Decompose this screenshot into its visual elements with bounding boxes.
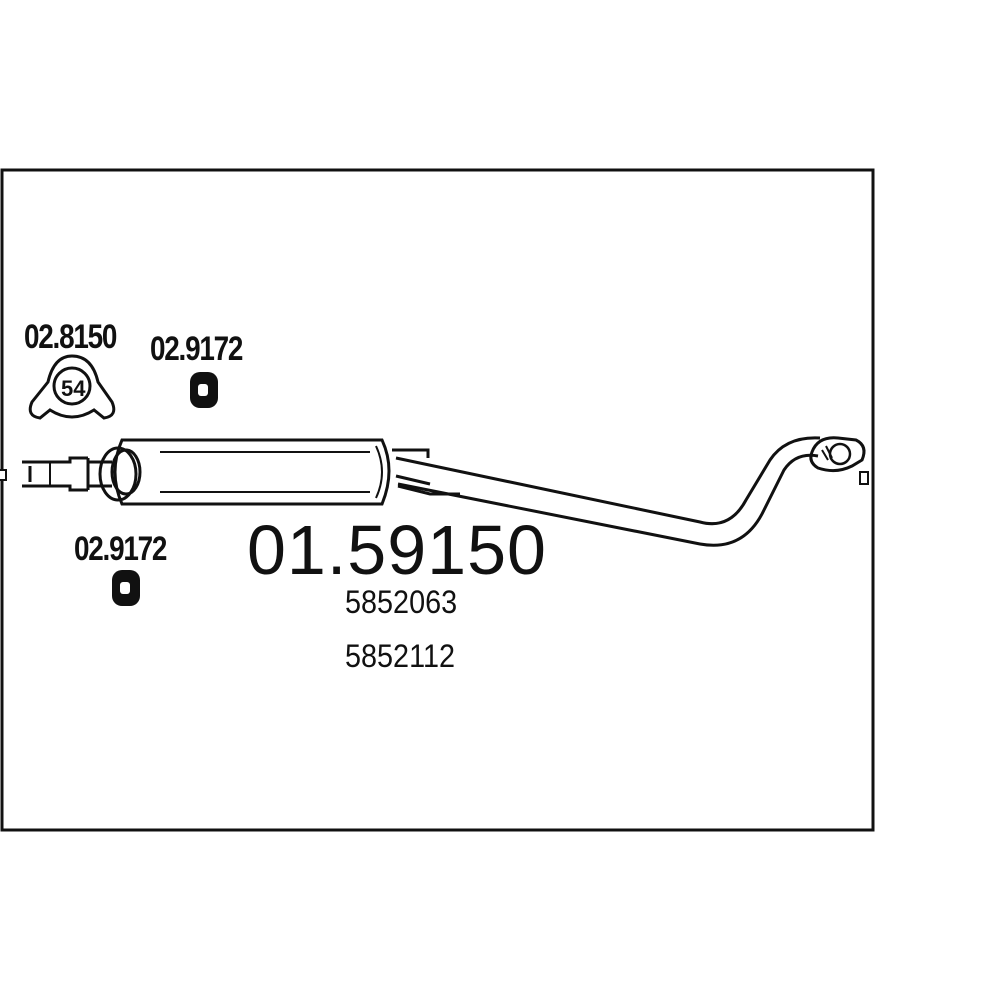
rubber-mount-icon	[112, 570, 140, 606]
oem-number: 5852112	[345, 638, 455, 674]
silencer-body	[113, 438, 391, 506]
clamp-part-number: 02.8150	[24, 318, 117, 356]
rubber-mount-icon	[190, 372, 218, 408]
clamp-icon	[28, 354, 116, 420]
oem-number: 5852063	[345, 584, 458, 620]
rubber-mount-part-number-bottom: 02.9172	[74, 530, 167, 568]
tail-pipe	[395, 436, 821, 547]
left-edge-marker	[0, 469, 7, 481]
main-part-number: 01.59150	[247, 511, 547, 589]
inlet-pipe	[22, 456, 112, 492]
inlet-flange	[98, 446, 142, 502]
silencer-hanger	[392, 448, 460, 496]
clamp-badge: 54	[61, 376, 86, 401]
right-edge-marker	[859, 471, 869, 485]
diagram-frame	[0, 168, 875, 832]
rubber-mount-part-number-top: 02.9172	[150, 330, 243, 368]
outlet-flange	[809, 436, 866, 473]
